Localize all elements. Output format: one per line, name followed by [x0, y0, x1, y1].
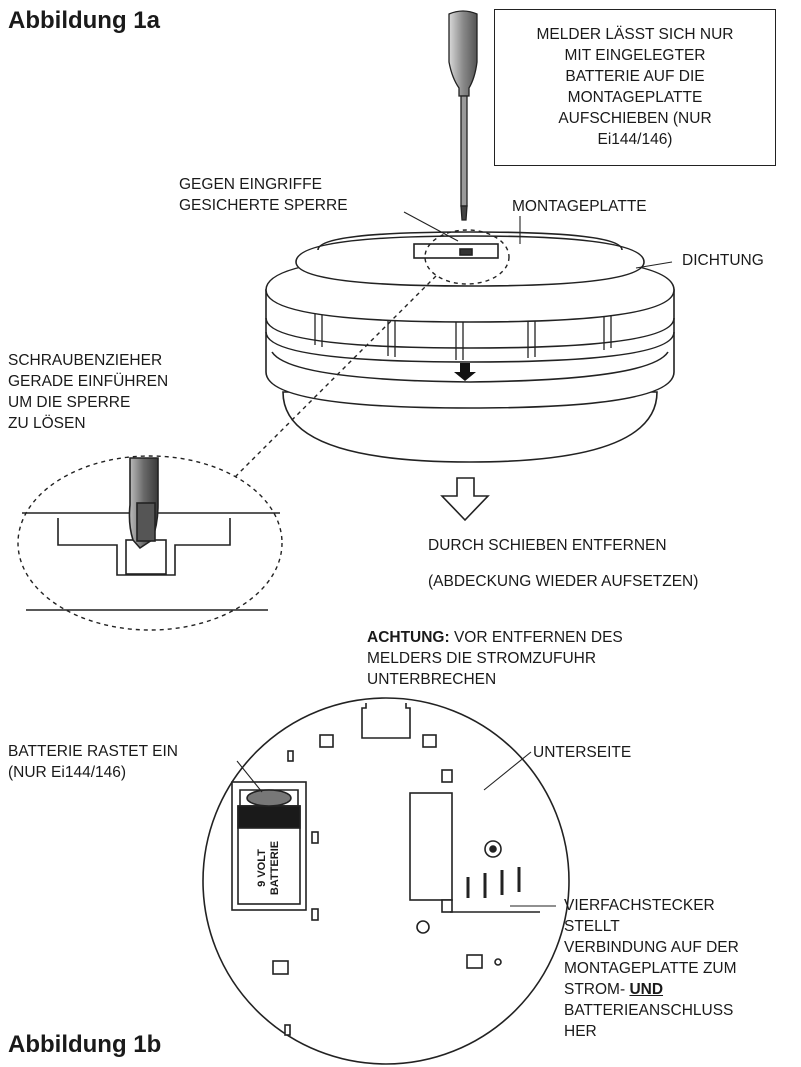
instruction-line: UM DIE SPERRE	[8, 394, 131, 411]
battery-label-line: 9 VOLT	[256, 849, 268, 887]
instruction-line: GERADE EINFÜHREN	[8, 373, 169, 390]
instruction-line: SCHRAUBENZIEHER	[8, 352, 163, 369]
connector-note-emphasis: UND	[629, 981, 664, 998]
latch-highlight	[17, 229, 510, 631]
connector-note-line: HER	[564, 1023, 597, 1040]
warning-line: MELDERS DIE STROMZUFUHR	[367, 650, 597, 667]
note-box-line: BATTERIE AUF DIE	[565, 68, 705, 85]
mounting-plate-label: MONTAGEPLATTE	[512, 198, 647, 215]
connector-note-line: VERBINDUNG AUF DER	[564, 939, 739, 956]
battery-clips-line: (NUR Ei144/146)	[8, 764, 127, 781]
latch-detail-zoom	[22, 457, 280, 611]
tamper-lock-label: GEGEN EINGRIFFE GESICHERTE SPERRE	[179, 174, 348, 216]
figure-1a-title: Abbildung 1a	[8, 7, 160, 34]
note-box: MELDER LÄSST SICH NUR MIT EINGELEGTER BA…	[494, 9, 776, 166]
warning-label: ACHTUNG: VOR ENTFERNEN DES MELDERS DIE S…	[367, 627, 623, 690]
slide-down-arrow-icon	[440, 477, 490, 522]
smoke-alarm-side-view	[265, 231, 675, 463]
connector-note-label: VIERFACHSTECKER STELLT VERBINDUNG AUF DE…	[564, 895, 739, 1042]
connector-note-line: BATTERIEANSCHLUSS	[564, 1002, 734, 1019]
battery-clips-line: BATTERIE RASTET EIN	[8, 743, 178, 760]
battery-label: 9 VOLT BATTERIE	[256, 834, 282, 902]
battery-clips-label: BATTERIE RASTET EIN (NUR Ei144/146)	[8, 741, 178, 783]
warning-line: UNTERBRECHEN	[367, 671, 497, 688]
warning-line: VOR ENTFERNEN DES	[449, 629, 623, 646]
instruction-line: ZU LÖSEN	[8, 415, 86, 432]
note-box-line: AUFSCHIEBEN (NUR	[558, 110, 712, 127]
connector-note-line: STELLT	[564, 918, 620, 935]
connector-note-line: STROM-	[564, 981, 630, 998]
note-box-line: MELDER LÄSST SICH NUR	[536, 26, 734, 43]
refit-cover-label: (ABDECKUNG WIEDER AUFSETZEN)	[428, 573, 699, 590]
screwdriver-icon	[448, 10, 478, 221]
remove-by-sliding-label: DURCH SCHIEBEN ENTFERNEN	[428, 537, 667, 554]
leader-lines-1b	[236, 751, 556, 907]
underside-label: UNTERSEITE	[533, 744, 632, 761]
seal-label: DICHTUNG	[682, 252, 764, 269]
note-box-line: MONTAGEPLATTE	[567, 89, 703, 106]
note-box-line: MIT EINGELEGTER	[564, 47, 706, 64]
note-box-line: Ei144/146)	[597, 131, 673, 148]
battery-label-line: BATTERIE	[269, 840, 281, 896]
tamper-lock-line: GEGEN EINGRIFFE	[179, 176, 322, 193]
leader-lines-1a	[403, 211, 673, 269]
connector-note-line: VIERFACHSTECKER	[564, 897, 715, 914]
warning-prefix: ACHTUNG:	[367, 629, 450, 646]
screwdriver-instruction-label: SCHRAUBENZIEHER GERADE EINFÜHREN UM DIE …	[8, 350, 168, 434]
tamper-lock-line: GESICHERTE SPERRE	[179, 197, 348, 214]
figure-1b-title: Abbildung 1b	[8, 1031, 162, 1058]
connector-note-line: MONTAGEPLATTE ZUM	[564, 960, 737, 977]
mounting-plate-underside	[202, 697, 570, 1065]
